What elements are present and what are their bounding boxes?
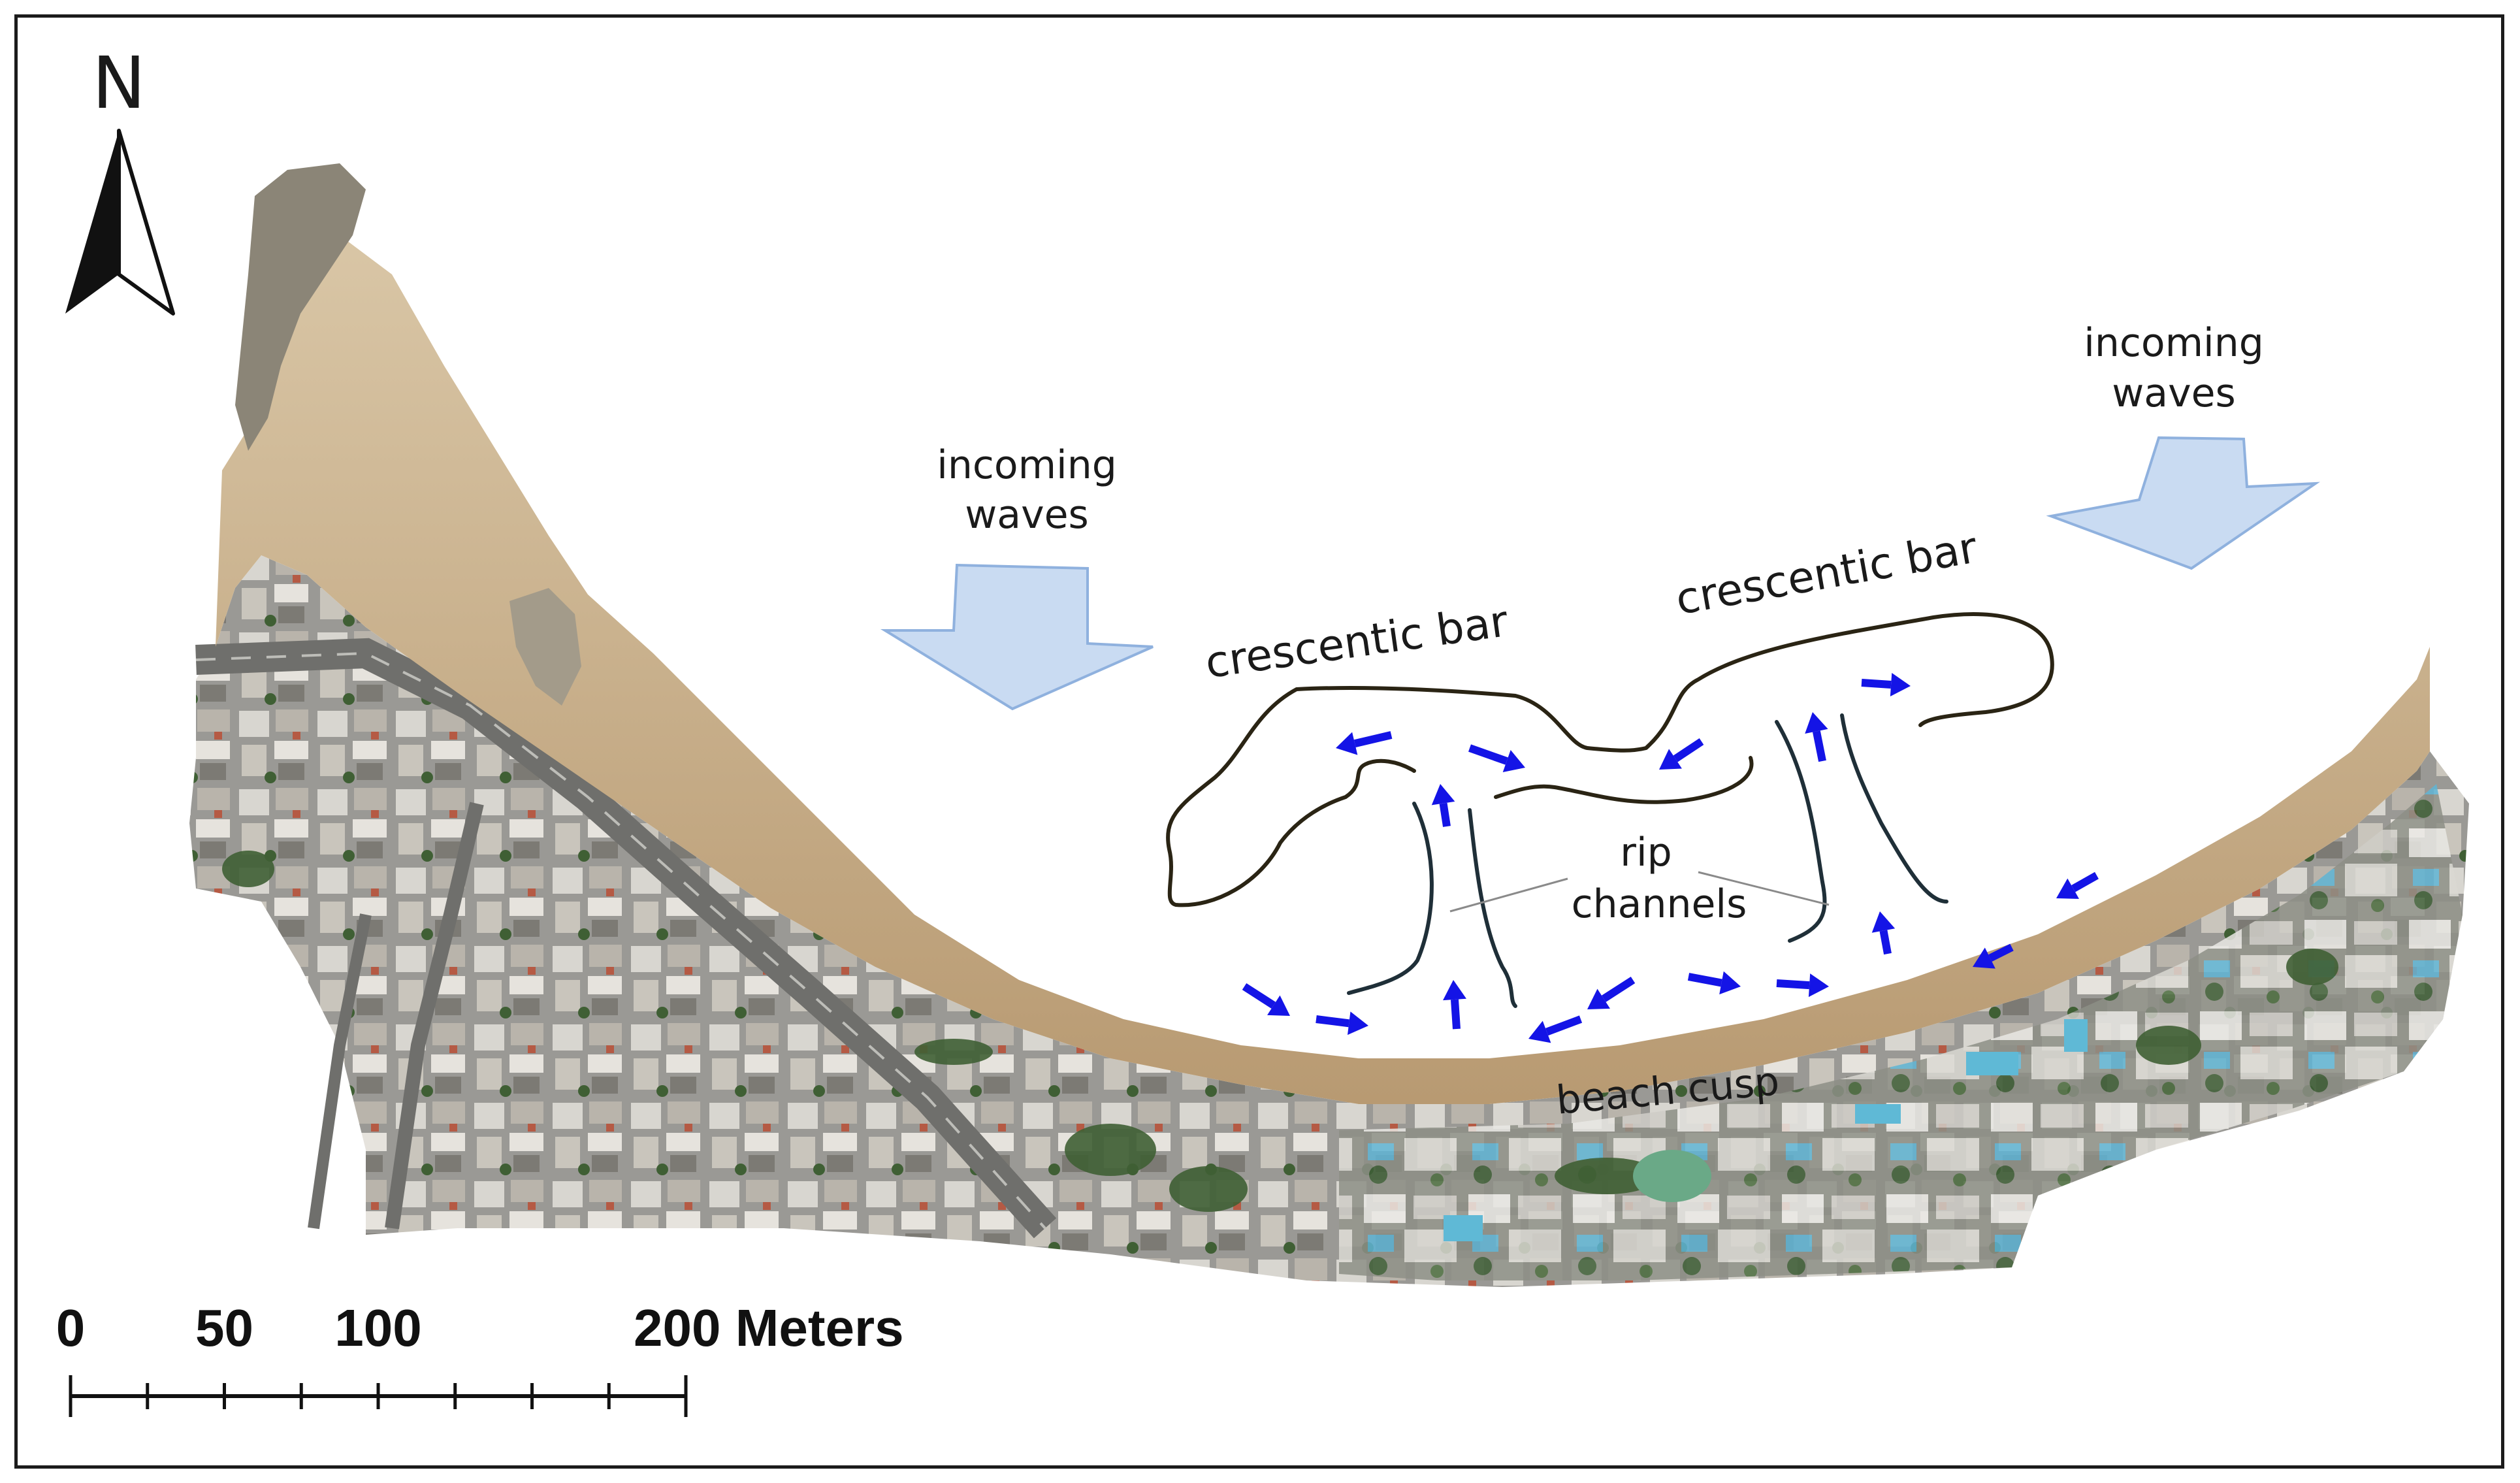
- scale-label-0: 0: [56, 1299, 86, 1357]
- scale-label-100: 100: [334, 1299, 421, 1357]
- incoming-waves-left-line1: incoming: [937, 442, 1117, 488]
- current-arrow: [1468, 744, 1525, 772]
- current-arrow: [1973, 943, 2014, 969]
- current-arrow: [1871, 911, 1896, 955]
- current-arrow: [1242, 983, 1290, 1016]
- rip-channels-leaders: [1449, 871, 1830, 913]
- scale-bar: 0 50 100 200 Meters: [56, 1299, 904, 1417]
- resort-area: [1339, 784, 2463, 1280]
- incoming-waves-right-line1: incoming: [2084, 320, 2264, 366]
- current-arrow: [1587, 976, 1636, 1009]
- rip-channel-line: [1775, 720, 1827, 943]
- rip-channel-line: [1840, 713, 1948, 904]
- current-arrow: [1336, 731, 1393, 755]
- incoming-waves-right-line2: waves: [2112, 370, 2236, 416]
- scale-label-50: 50: [195, 1299, 253, 1357]
- rip-channel-lines: [1347, 713, 1948, 1008]
- rip-channel-line: [1468, 808, 1517, 1008]
- current-arrow: [1443, 980, 1466, 1030]
- rip-channels-line2: channels: [1572, 881, 1747, 927]
- beach-sand: [216, 235, 2430, 1104]
- current-arrow: [1776, 973, 1829, 998]
- current-arrow: [1805, 712, 1828, 762]
- north-label: N: [92, 41, 146, 125]
- wave-arrow-left: [880, 563, 1154, 711]
- current-arrow: [1431, 784, 1455, 827]
- north-arrow-right-half: [117, 129, 175, 316]
- rip-channel-line: [1347, 802, 1434, 995]
- current-arrow: [1659, 738, 1704, 770]
- crescentic-bar-left-label: crescentic bar: [1202, 596, 1511, 688]
- vegetation: [222, 851, 2338, 1212]
- current-arrows: [1242, 673, 2099, 1043]
- crescentic-bar-outline: [1166, 612, 2054, 907]
- crescentic-bar-right-label: crescentic bar: [1672, 522, 1982, 625]
- current-arrow: [1861, 673, 1911, 696]
- current-arrow: [1316, 1011, 1368, 1035]
- rip-channels-line1: rip: [1620, 830, 1672, 875]
- north-arrow-left-half: [65, 131, 119, 314]
- scale-label-200-meters: 200 Meters: [634, 1299, 904, 1357]
- incoming-waves-left-line2: waves: [965, 492, 1089, 538]
- rocky-headland: [235, 163, 366, 451]
- current-arrow: [1528, 1015, 1583, 1043]
- north-arrow: N: [65, 41, 175, 316]
- current-arrow: [1687, 971, 1741, 995]
- swimming-pools: [1444, 1019, 2088, 1241]
- wave-arrow-right: [2046, 436, 2320, 570]
- scale-ticks: [69, 1375, 688, 1417]
- current-arrow: [2056, 872, 2099, 899]
- aerial-photo: [189, 163, 2469, 1287]
